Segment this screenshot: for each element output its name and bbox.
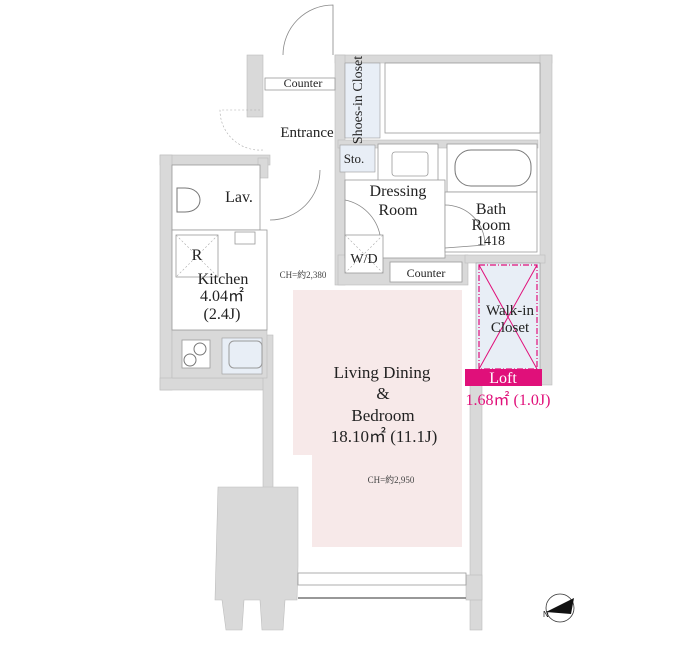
lav-label: Lav.: [225, 189, 253, 206]
loft-label: Loft: [489, 370, 517, 387]
kitchen-sink-icon: [221, 337, 263, 375]
svg-text:N: N: [543, 610, 549, 619]
living-ceiling-height: CH=約2,950: [368, 474, 415, 485]
dressing-room-label: Dressing: [370, 183, 427, 200]
walk-in-closet-label: Walk-in: [486, 303, 534, 319]
counter-dressing-label: Counter: [407, 266, 446, 280]
counter-entrance-label: Counter: [284, 76, 323, 90]
walk-in-closet-label-2: Closet: [491, 320, 530, 336]
bath-room-label: Bath: [476, 201, 506, 218]
bathtub-icon: [454, 149, 532, 187]
dressing-door[interactable]: [344, 199, 381, 236]
compass-icon: N: [543, 593, 575, 623]
kitchen-label: Kitchen: [198, 271, 249, 288]
counter-entrance: [264, 77, 336, 91]
entrance-door[interactable]: [269, 169, 321, 221]
basin-icon: [234, 231, 256, 245]
bath-room-label-2: Room: [471, 217, 511, 234]
balcony-storage: [384, 62, 541, 134]
counter-dressing: [389, 261, 463, 283]
lav-door[interactable]: [219, 109, 264, 151]
storage: [339, 144, 376, 173]
window: [297, 572, 467, 586]
bath-door[interactable]: [444, 204, 486, 249]
dressing-room-label-2: Room: [378, 202, 418, 219]
shoes-in-closet-label: Shoes-in Closet: [351, 56, 366, 144]
front-door[interactable]: [282, 4, 334, 56]
sink-icon: [391, 151, 429, 177]
living-label-2: Bedroom: [351, 406, 414, 425]
living-amp: &: [376, 384, 389, 403]
living-label: Living Dining: [334, 363, 431, 382]
shoes-in-closet: [344, 62, 381, 139]
toilet-icon: [176, 187, 201, 213]
wd-label: W/D: [350, 252, 377, 267]
lavatory-room: [171, 164, 261, 231]
living-area: 18.10㎡ (11.1J): [331, 427, 438, 446]
storage-label: Sto.: [344, 151, 365, 166]
bath-room-area: [444, 191, 538, 253]
refrigerator-label: R: [192, 247, 203, 264]
entrance-label: Entrance: [280, 125, 334, 141]
kitchen-area: 4.04㎡: [200, 287, 244, 305]
bathtub-area: [446, 143, 538, 193]
kitchen-ceiling-height: CH=約2,380: [280, 269, 327, 280]
bath-size-label: 1418: [477, 234, 505, 249]
living-dining-bedroom: [293, 290, 462, 547]
kitchen-jo: (2.4J): [204, 306, 241, 323]
loft-badge: [465, 369, 542, 386]
loft-area-label: 1.68㎡ (1.0J): [466, 391, 551, 409]
